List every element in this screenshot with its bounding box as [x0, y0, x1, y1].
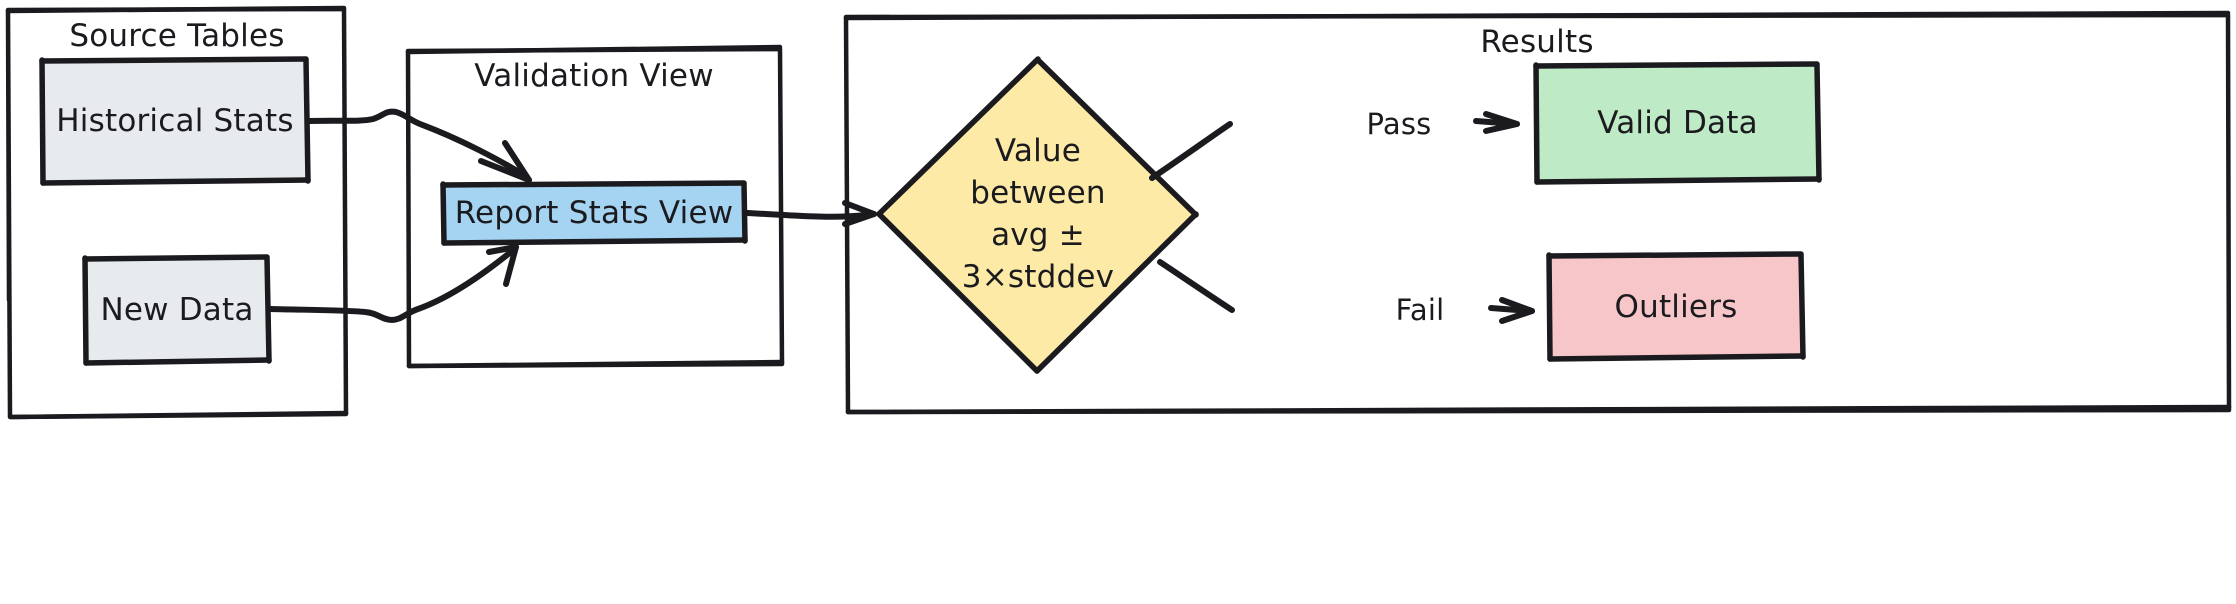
decision-label-line-4: 3×stddev: [961, 258, 1115, 295]
node-validation-decision[interactable]: [876, 56, 1199, 374]
node-label-validation-decision: Value between avg ± 3×stddev: [900, 125, 1176, 305]
edge-historical-to-report: [306, 108, 532, 183]
group-title-results: Results: [1480, 23, 1594, 60]
node-label-new-data: New Data: [100, 292, 254, 329]
decision-label-line-3: avg ±: [991, 217, 1085, 253]
group-title-validation-view: Validation View: [474, 57, 714, 94]
group-source-tables[interactable]: [5, 5, 349, 420]
edge-decision-to-valid: [1149, 111, 1520, 181]
node-label-valid-data: Valid Data: [1597, 105, 1758, 142]
node-label-outliers: Outliers: [1614, 288, 1738, 325]
decision-label-line-2: between: [970, 175, 1106, 212]
group-validation-view[interactable]: [405, 44, 785, 369]
node-new-data[interactable]: [82, 254, 272, 366]
edge-report-to-decision: [744, 200, 877, 227]
group-results[interactable]: [843, 10, 2232, 415]
decision-label-line-1: Value: [994, 133, 1082, 170]
node-outliers[interactable]: [1546, 251, 1806, 362]
group-title-source-tables: Source Tables: [69, 17, 285, 54]
edge-newdata-to-report: [268, 244, 519, 323]
edge-label-pass: Pass: [1366, 106, 1432, 141]
edge-label-fail: Fail: [1395, 292, 1445, 327]
node-label-historical-stats: Historical Stats: [56, 103, 294, 140]
node-historical-stats[interactable]: [39, 56, 311, 186]
node-label-report-stats-view: Report Stats View: [454, 195, 734, 232]
edge-decision-to-outliers: [1157, 259, 1535, 324]
node-valid-data[interactable]: [1533, 61, 1822, 185]
